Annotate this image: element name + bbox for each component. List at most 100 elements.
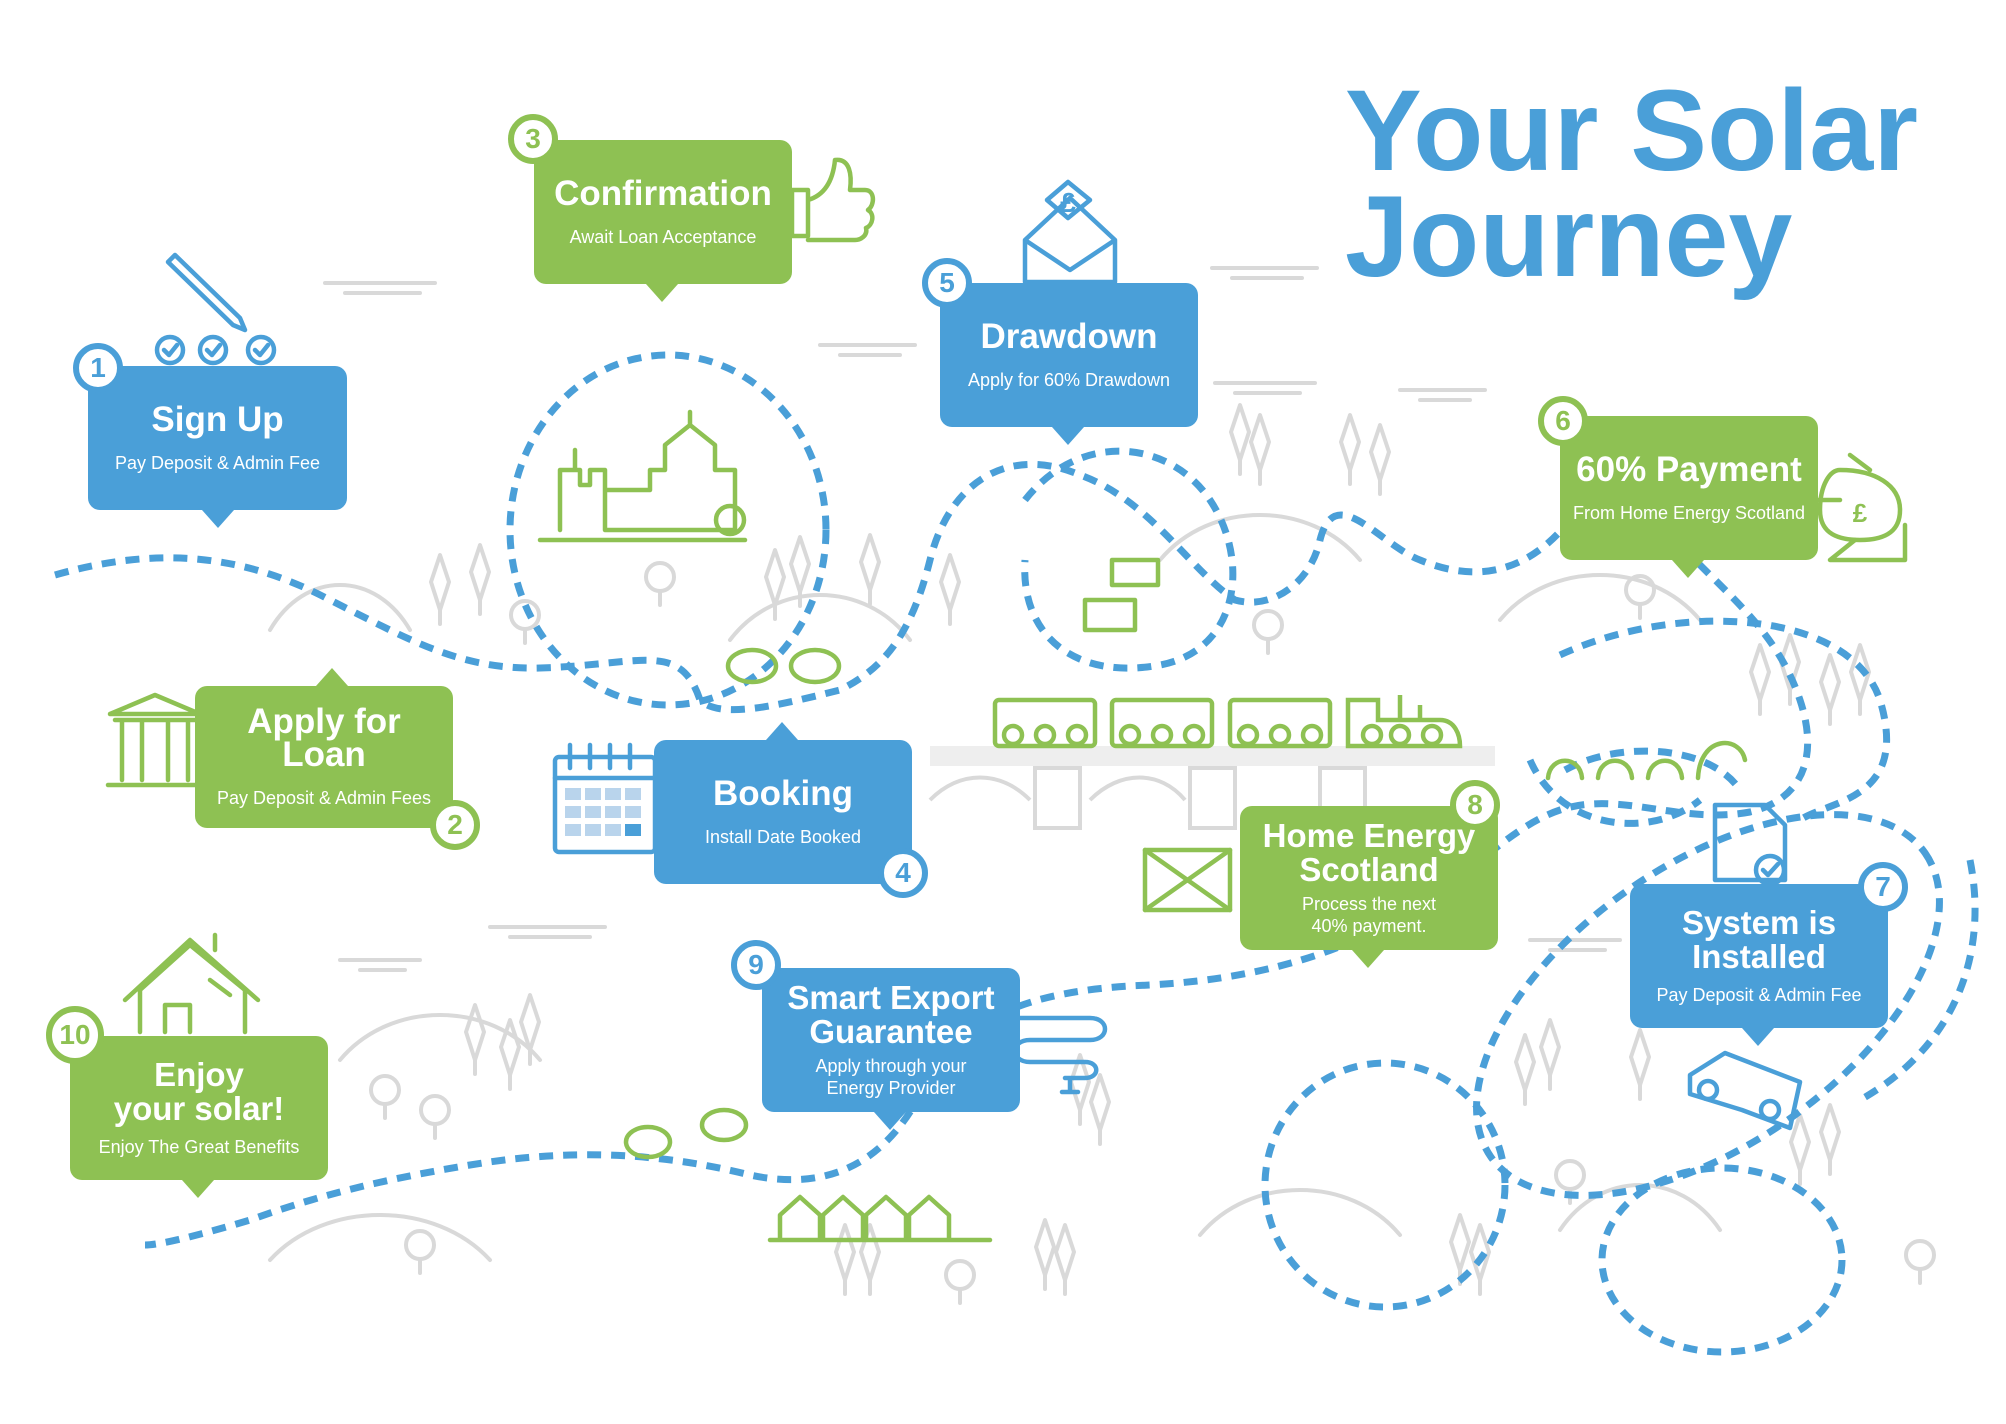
cloud-6	[338, 958, 422, 972]
journey-route	[54, 351, 1979, 1356]
step-title-line-1: Home Energy	[1262, 817, 1476, 854]
tree-15	[499, 1018, 521, 1091]
step-title: Drawdown	[980, 316, 1158, 356]
card-pointer	[874, 1112, 906, 1130]
round-tree-8	[369, 1074, 401, 1106]
card-pointer	[646, 284, 678, 302]
tree-11	[1779, 633, 1801, 706]
step-title: 60% Payment	[1576, 449, 1802, 489]
pound-glyph-bag: £	[1853, 498, 1868, 528]
tree-7	[1249, 413, 1271, 486]
step-subtitle: Apply for 60% Drawdown	[967, 369, 1171, 390]
step-subtitle-line-2: Energy Provider	[826, 1078, 956, 1098]
tree-14	[464, 1003, 486, 1076]
page-title: Your Solar Journey	[1345, 67, 1918, 301]
cloud-2	[818, 343, 917, 357]
hill-1	[728, 593, 912, 642]
step-title-line-2: Scotland	[1299, 851, 1439, 888]
hill-7	[268, 1213, 492, 1262]
tree-8	[1339, 413, 1361, 486]
tree-26	[1034, 1218, 1056, 1291]
card-pointer	[1052, 427, 1084, 445]
card-pointer	[1352, 950, 1384, 968]
green-illustrations	[105, 157, 1908, 1243]
step-title-line-1: Smart Export	[787, 979, 995, 1016]
tree-29	[1469, 1223, 1491, 1296]
tree-9	[1369, 423, 1391, 496]
step-number-badge: 9	[731, 940, 781, 990]
step-sign-up-card: Sign Up Pay Deposit & Admin Fee	[88, 366, 347, 510]
step-apply-for-loan-card: Apply for Loan Pay Deposit & Admin Fees	[195, 686, 453, 828]
pound-glyph: £	[1060, 187, 1076, 218]
step-number-badge: 8	[1450, 780, 1500, 830]
round-tree-1	[644, 561, 676, 593]
hill-2	[1158, 513, 1362, 562]
step-title-line-1: Enjoy	[154, 1056, 244, 1093]
calendar-cells	[565, 788, 641, 836]
card-pointer	[1672, 560, 1704, 578]
round-tree-6	[404, 1229, 436, 1261]
step-subtitle: Enjoy The Great Benefits	[98, 1137, 300, 1157]
step-number-badge: 10	[46, 1006, 104, 1064]
step-number-badge: 4	[878, 848, 928, 898]
step-title: Apply for Loan	[247, 702, 401, 774]
step-60-payment-card: 60% Payment From Home Energy Scotland	[1560, 416, 1818, 560]
hill-3	[1498, 573, 1702, 622]
step-number-badge: 7	[1858, 862, 1908, 912]
tree-6	[1229, 403, 1251, 476]
round-tree-5	[1904, 1239, 1936, 1271]
round-tree-7	[944, 1259, 976, 1291]
tree-4	[859, 533, 881, 606]
step-subtitle: From Home Energy Scotland	[1572, 502, 1806, 523]
step-confirmation-card: Confirmation Await Loan Acceptance	[534, 140, 792, 284]
step-enjoy-your-solar-card: Enjoy your solar! Enjoy The Great Benefi…	[70, 1036, 328, 1180]
cloud-4	[1398, 388, 1487, 402]
step-title-line-1: System is	[1681, 904, 1837, 941]
cloud-3	[1213, 381, 1317, 395]
tree-12	[1819, 653, 1841, 726]
step-subtitle: Install Date Booked	[704, 826, 862, 847]
step-title-line-2: Guarantee	[809, 1013, 973, 1050]
step-booking-card: Booking Install Date Booked	[654, 740, 912, 884]
tree-19	[1514, 1033, 1536, 1106]
tree-25	[859, 1223, 881, 1296]
card-pointer	[202, 510, 234, 528]
cloud-1	[1210, 266, 1319, 280]
tree-10	[1749, 643, 1771, 716]
step-number-badge: 3	[508, 114, 558, 164]
hill-0	[268, 583, 412, 632]
tree-1	[469, 543, 491, 616]
step-subtitle: Pay Deposit & Admin Fees	[216, 788, 432, 808]
tree-5	[939, 553, 961, 626]
tree-3	[789, 535, 811, 608]
step-system-installed-card: System is Installed Pay Deposit & Admin …	[1630, 884, 1888, 1028]
step-drawdown-card: Drawdown Apply for 60% Drawdown	[940, 283, 1198, 427]
tree-21	[1629, 1028, 1651, 1101]
card-pointer	[1742, 1028, 1774, 1046]
step-subtitle: Pay Deposit & Admin Fee	[114, 452, 321, 473]
tree-20	[1539, 1018, 1561, 1091]
step-home-energy-scotland-card: Home Energy Scotland Process the next 40…	[1240, 806, 1498, 950]
card-pointer	[766, 722, 798, 740]
tree-2	[764, 548, 786, 621]
step-subtitle-line-1: Process the next	[1301, 894, 1437, 914]
tree-18	[1089, 1073, 1111, 1146]
step-number-badge: 1	[73, 343, 123, 393]
tree-13	[1849, 643, 1871, 716]
card-pointer	[316, 668, 348, 686]
title-line-2: Journey	[1345, 173, 1793, 301]
tree-17	[1069, 1053, 1091, 1126]
card-pointer	[182, 1180, 214, 1198]
round-tree-9	[419, 1094, 451, 1126]
cloud-5	[488, 925, 607, 939]
cloud-8	[1528, 938, 1622, 952]
step-subtitle: Pay Deposit & Admin Fee	[1656, 985, 1862, 1005]
step-title-line-2: Installed	[1692, 938, 1826, 975]
step-subtitle-line-1: Apply through your	[815, 1056, 967, 1076]
title-line-1: Your Solar	[1345, 67, 1918, 195]
tree-16	[519, 993, 541, 1066]
step-title: Sign Up	[151, 399, 284, 439]
step-subtitle-line-2: 40% payment.	[1311, 916, 1427, 936]
round-tree-2	[1252, 609, 1284, 641]
hill-5	[1198, 1188, 1402, 1237]
